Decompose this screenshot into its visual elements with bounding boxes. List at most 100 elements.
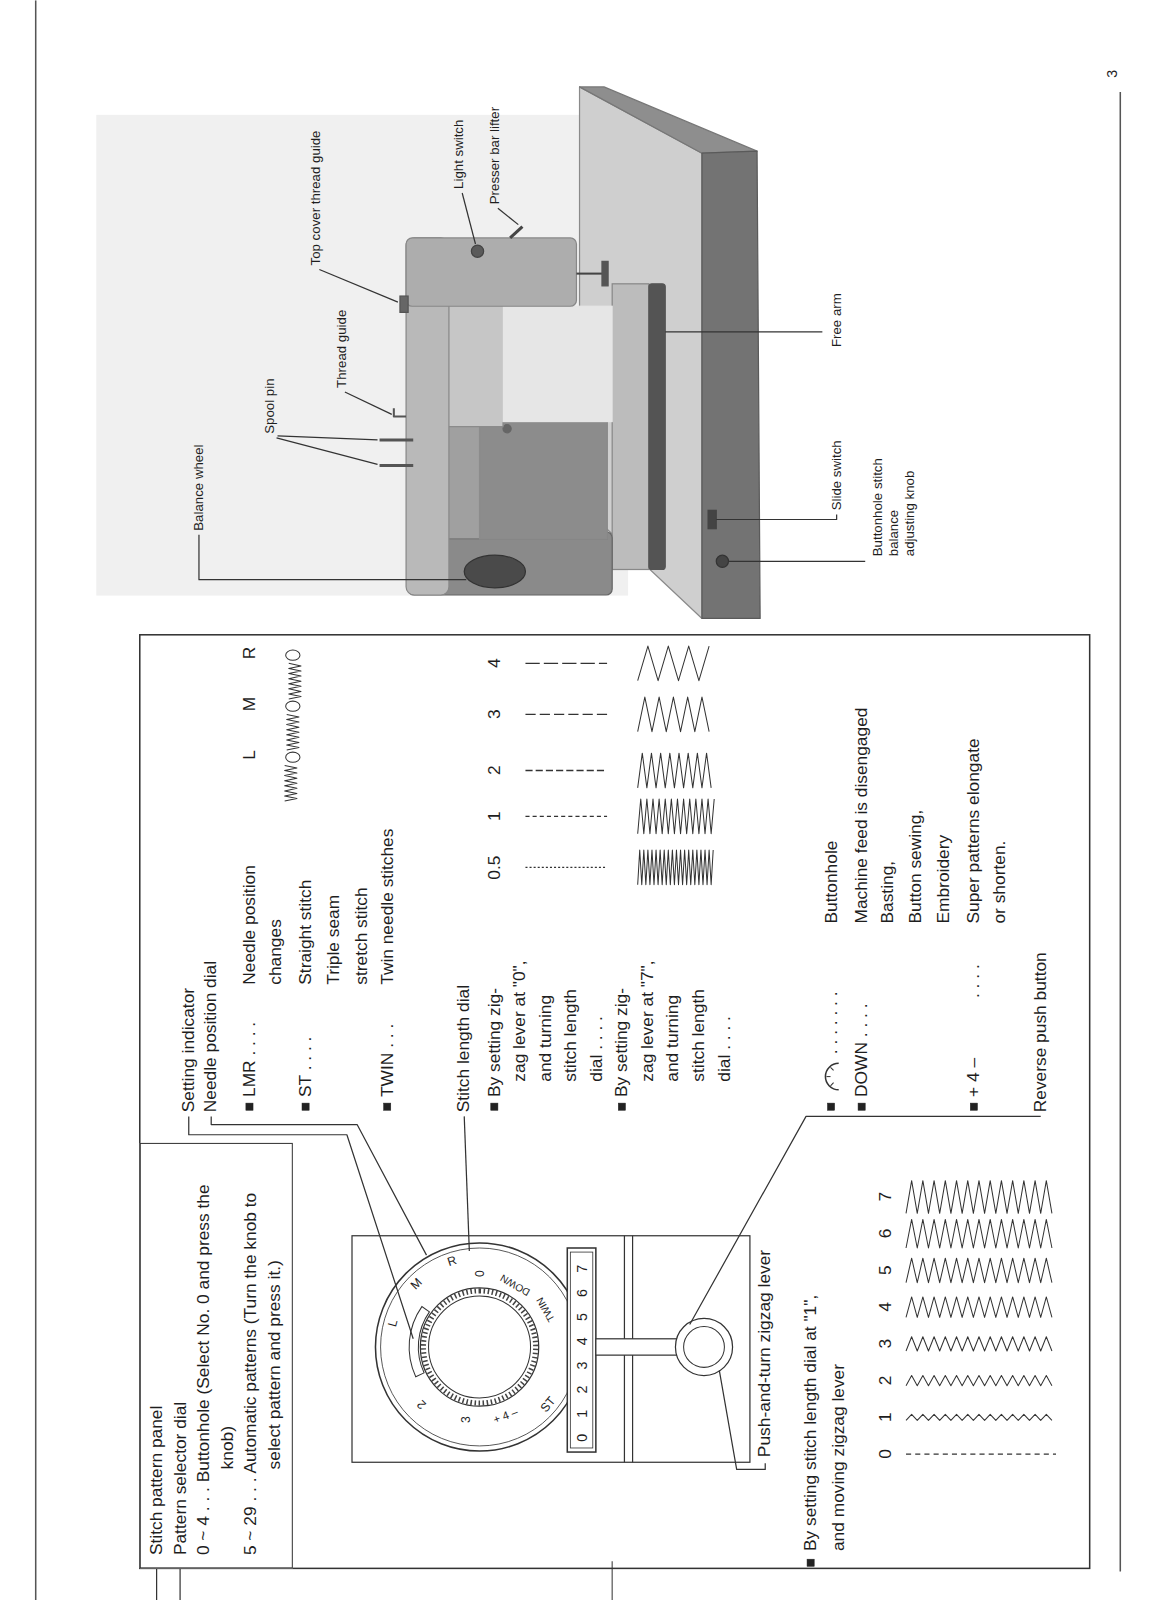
setting-text: zag lever at "7", [638,960,658,1081]
control-panel [352,1236,750,1463]
bullet [807,1559,814,1566]
knob-knurl [423,1291,535,1403]
leader-line [716,514,836,519]
zigzag-stitch-sample [906,1414,1052,1420]
knob-face [429,1296,531,1398]
free-arm [649,284,665,570]
leader-line [345,392,392,414]
leader-line [277,438,378,465]
page-rule [612,1561,613,1600]
setting-text: dial . . . . [714,1016,734,1082]
zigzag-stitch-sample [906,1297,1052,1317]
part-label: Reverse push button [1031,952,1051,1112]
leader-line [665,331,822,332]
buttonhole-icon [831,1067,834,1070]
leader-line [690,1116,1041,1324]
free-arm-top [612,284,649,570]
part-label: Light switch [451,120,467,189]
bullet [970,1103,977,1110]
setting-text: Needle position [240,865,260,985]
width-number: 4 [875,1302,895,1312]
zigzag-stitch-sample [638,799,715,834]
setting-key: + 4 – [964,1058,984,1097]
leader-line [319,270,398,303]
presser-bar-lifter [510,227,522,238]
bullet [491,1103,498,1110]
buttonhole-icon [826,1076,830,1077]
setting-text: Twin needle stitches [378,829,398,985]
setting-text: Embroidery [934,835,954,924]
stitch-length-window [567,1248,596,1452]
dial-mark: 0 [472,1270,486,1277]
lever-knob [675,1318,732,1375]
light-switch [471,245,483,257]
page-rule [35,0,37,1600]
setting-text: By setting zig- [485,988,505,1097]
bullet [858,1103,865,1110]
needle-head [406,238,576,306]
zigzag-stitch-sample [906,1376,1052,1386]
setting-text: Super patterns elongate [964,738,984,923]
part-label: Thread guide [334,310,350,388]
width-number: 6 [875,1229,895,1239]
position-letter: L [240,750,260,760]
spool-pin [380,438,414,441]
part-label: Stitch length dial [454,985,474,1112]
panel-frame [140,635,1090,1569]
window-scale: 0 1 2 3 4 5 6 7 [573,1259,590,1442]
zigzag-stitch-sample [638,850,714,885]
part-label: Setting indicator [179,988,199,1112]
setting-text: stretch stitch [352,887,372,984]
length-number: 2 [485,765,505,775]
pattern-knob [420,1288,538,1406]
presser-foot [602,261,608,285]
part-label: Needle position dial [201,961,221,1112]
window-inner [570,1252,592,1448]
bullet [302,1103,309,1110]
setting-text: changes [265,919,285,985]
zigzag-stitch-sample [906,1337,1052,1351]
needle-position-icon [286,701,300,711]
setting-text: dial . . . . [587,1016,607,1082]
machine-arm [447,299,503,427]
setting-indicator [409,1307,429,1377]
part-label: Slide switch [828,440,844,510]
setting-text: stitch length [561,989,581,1082]
length-number: 0.5 [485,856,505,880]
panel-heading: Pattern selector dial [168,1154,191,1555]
leader-line [179,1568,180,1600]
note-text: and moving zigzag lever [828,1364,848,1551]
setting-text: Button sewing, [906,810,926,924]
setting-text: Machine feed is disengaged [852,708,872,924]
setting-text: Straight stitch [296,880,316,985]
machine-base [702,151,760,618]
needle-position-icon [286,752,300,762]
width-number: 0 [875,1449,895,1459]
part-label: Presser bar lifter [487,107,503,204]
table-side [580,87,758,153]
dial-mark: 3 [459,1416,473,1423]
leader-line [464,1116,469,1251]
zigzag-stitch-sample [906,1181,1052,1214]
position-letter: M [240,697,260,711]
straight-stitch-sample [525,714,607,715]
buttonhole-icon [825,1063,838,1090]
setting-text: and turning [536,995,556,1082]
top-cover-thread-guide [400,296,408,312]
length-number: 4 [485,658,505,668]
leader-line [278,436,378,440]
leader-line [199,535,466,580]
straight-stitch-sample [906,1453,1056,1454]
leader-line [728,561,865,562]
setting-text: Buttonhole [821,841,841,924]
setting-key: . . . . [964,964,984,998]
part-label: Free arm [828,293,844,347]
setting-text: By setting zig- [612,988,632,1097]
straight-stitch-sample [525,816,607,817]
balance-knob [716,555,728,567]
part-label: Spool pin [262,378,278,433]
setting-key: LMR . . . . [240,1022,260,1097]
needle-position-icon [285,765,297,801]
width-number: 7 [875,1192,895,1202]
zigzag-stitch-sample [906,1219,1052,1248]
